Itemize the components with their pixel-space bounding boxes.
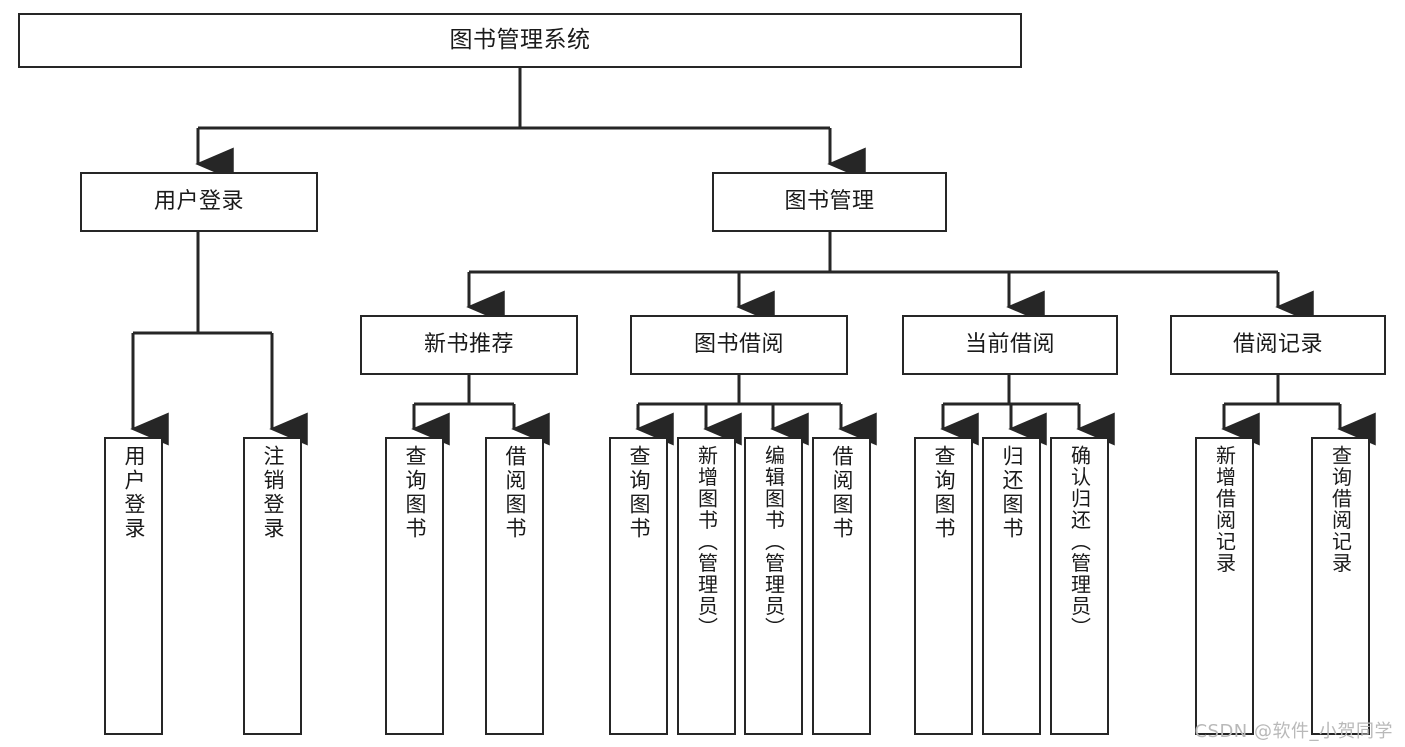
node-leaf-return-book[interactable]: 归还图书: [982, 437, 1041, 735]
node-leaf-query-book-3-label: 查询图书: [932, 445, 956, 541]
node-leaf-user-login[interactable]: 用户登录: [104, 437, 163, 735]
node-leaf-confirm-return[interactable]: 确认归还（管理员）: [1050, 437, 1109, 735]
node-root[interactable]: 图书管理系统: [18, 13, 1022, 68]
node-leaf-borrow-book-2[interactable]: 借阅图书: [812, 437, 871, 735]
node-leaf-query-book-1[interactable]: 查询图书: [385, 437, 444, 735]
node-leaf-edit-book[interactable]: 编辑图书（管理员）: [744, 437, 803, 735]
node-root-label: 图书管理系统: [449, 26, 591, 53]
node-new-book-recommend[interactable]: 新书推荐: [360, 315, 578, 375]
node-leaf-query-book-2-label: 查询图书: [627, 445, 651, 541]
node-leaf-query-book-3[interactable]: 查询图书: [914, 437, 973, 735]
node-leaf-borrow-book-1[interactable]: 借阅图书: [485, 437, 544, 735]
node-leaf-user-logout[interactable]: 注销登录: [243, 437, 302, 735]
node-borrow-record-label: 借阅记录: [1232, 332, 1323, 358]
node-leaf-add-book[interactable]: 新增图书（管理员）: [677, 437, 736, 735]
node-current-borrow-label: 当前借阅: [964, 332, 1055, 358]
node-leaf-user-logout-label: 注销登录: [261, 445, 285, 541]
node-leaf-add-borrow-record[interactable]: 新增借阅记录: [1195, 437, 1254, 735]
node-leaf-query-borrow-record[interactable]: 查询借阅记录: [1311, 437, 1370, 735]
node-book-manage[interactable]: 图书管理: [712, 172, 947, 232]
node-borrow-record[interactable]: 借阅记录: [1170, 315, 1386, 375]
node-user-login[interactable]: 用户登录: [80, 172, 318, 232]
node-new-book-recommend-label: 新书推荐: [423, 332, 514, 358]
node-book-borrow[interactable]: 图书借阅: [630, 315, 848, 375]
node-leaf-query-book-2[interactable]: 查询图书: [609, 437, 668, 735]
node-leaf-return-book-label: 归还图书: [1000, 445, 1024, 541]
node-book-borrow-label: 图书借阅: [693, 332, 784, 358]
node-leaf-add-borrow-record-label: 新增借阅记录: [1212, 445, 1237, 574]
node-leaf-query-book-1-label: 查询图书: [403, 445, 427, 541]
node-current-borrow[interactable]: 当前借阅: [902, 315, 1118, 375]
node-leaf-user-login-label: 用户登录: [122, 445, 146, 541]
node-book-manage-label: 图书管理: [784, 189, 875, 215]
node-leaf-borrow-book-2-label: 借阅图书: [830, 445, 854, 541]
node-leaf-confirm-return-label: 确认归还（管理员）: [1067, 445, 1092, 639]
node-leaf-query-borrow-record-label: 查询借阅记录: [1328, 445, 1353, 574]
node-leaf-edit-book-label: 编辑图书（管理员）: [761, 445, 786, 639]
node-user-login-label: 用户登录: [153, 189, 244, 215]
node-leaf-add-book-label: 新增图书（管理员）: [694, 445, 719, 639]
node-leaf-borrow-book-1-label: 借阅图书: [503, 445, 527, 541]
